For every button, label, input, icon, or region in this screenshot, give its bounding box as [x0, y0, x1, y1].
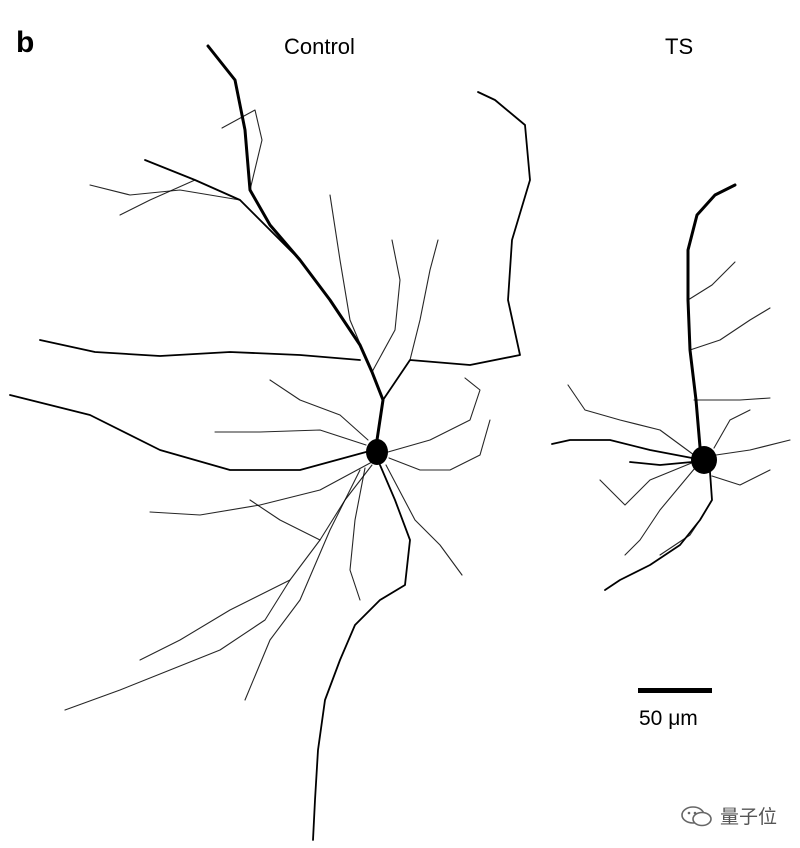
- ts-dendrite: [713, 409, 751, 449]
- scale-bar: [638, 688, 712, 693]
- ts-dendrite: [689, 307, 771, 351]
- ts-dendrite: [567, 384, 695, 456]
- control-soma: [366, 439, 388, 465]
- control-dendrite: [89, 184, 241, 201]
- wechat-icon: [681, 805, 712, 826]
- control-apical-dendrite: [206, 44, 385, 442]
- ts-dendrite: [624, 467, 696, 556]
- ts-dendrite: [687, 261, 736, 301]
- control-dendrite: [244, 469, 361, 701]
- ts-dendrite: [551, 439, 693, 459]
- control-dendrite: [269, 379, 369, 441]
- control-dendrite: [119, 179, 196, 216]
- watermark-text: 量子位: [720, 807, 778, 828]
- ts-dendrite: [629, 461, 693, 466]
- ts-dendrite: [604, 471, 713, 591]
- control-neuron: [9, 44, 531, 841]
- control-dendrite: [349, 467, 366, 601]
- ts-dendrite: [711, 469, 771, 486]
- ts-dendrite: [599, 461, 695, 506]
- ts-apical-dendrite: [686, 183, 737, 449]
- panel-letter: b: [16, 26, 35, 59]
- control-dendrite: [221, 109, 263, 191]
- control-dendrite: [388, 419, 491, 471]
- control-dendrite: [64, 464, 373, 711]
- control-dendrite: [371, 239, 401, 373]
- ts-dendrite: [715, 439, 791, 456]
- control-dendrite: [329, 194, 373, 373]
- ts-soma: [691, 446, 717, 474]
- scale-bar-label: 50 μm: [639, 707, 698, 730]
- ts-dendrite: [693, 397, 771, 401]
- control-dendrite: [144, 159, 301, 261]
- control-dendrite: [387, 377, 481, 453]
- control-dendrite: [149, 461, 373, 516]
- ts-dendrite: [659, 519, 701, 556]
- control-dendrite: [409, 239, 439, 361]
- control-dendrite: [214, 429, 367, 446]
- control-dendrite: [312, 464, 411, 841]
- ts-label: TS: [665, 34, 694, 59]
- watermark: 量子位: [680, 802, 777, 829]
- control-label: Control: [284, 34, 355, 59]
- control-dendrite: [9, 394, 367, 471]
- ts-neuron: [551, 183, 791, 591]
- control-dendrite: [385, 464, 463, 576]
- control-dendrite: [39, 339, 361, 361]
- control-dendrite: [139, 579, 291, 661]
- control-dendrite: [382, 91, 531, 401]
- control-dendrite: [249, 499, 321, 541]
